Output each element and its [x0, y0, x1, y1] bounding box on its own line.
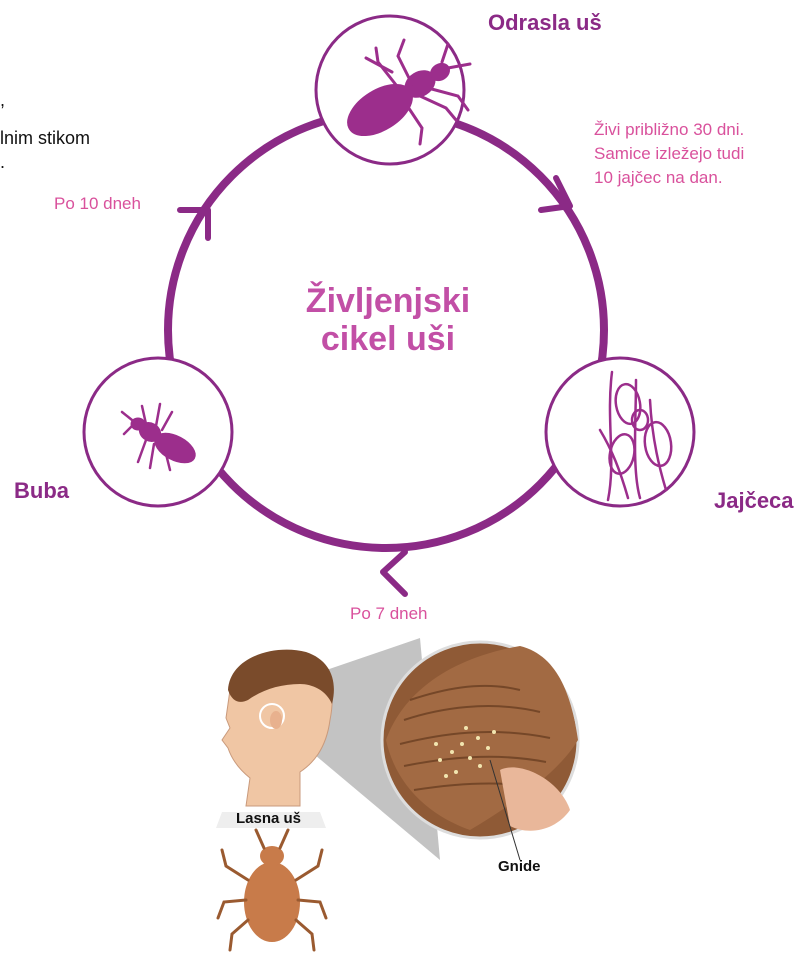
boy-head [216, 650, 334, 828]
label-hair-louse: Lasna uš [236, 810, 301, 827]
label-nits: Gnide [498, 858, 541, 875]
hair-louse-drawing [218, 830, 326, 950]
